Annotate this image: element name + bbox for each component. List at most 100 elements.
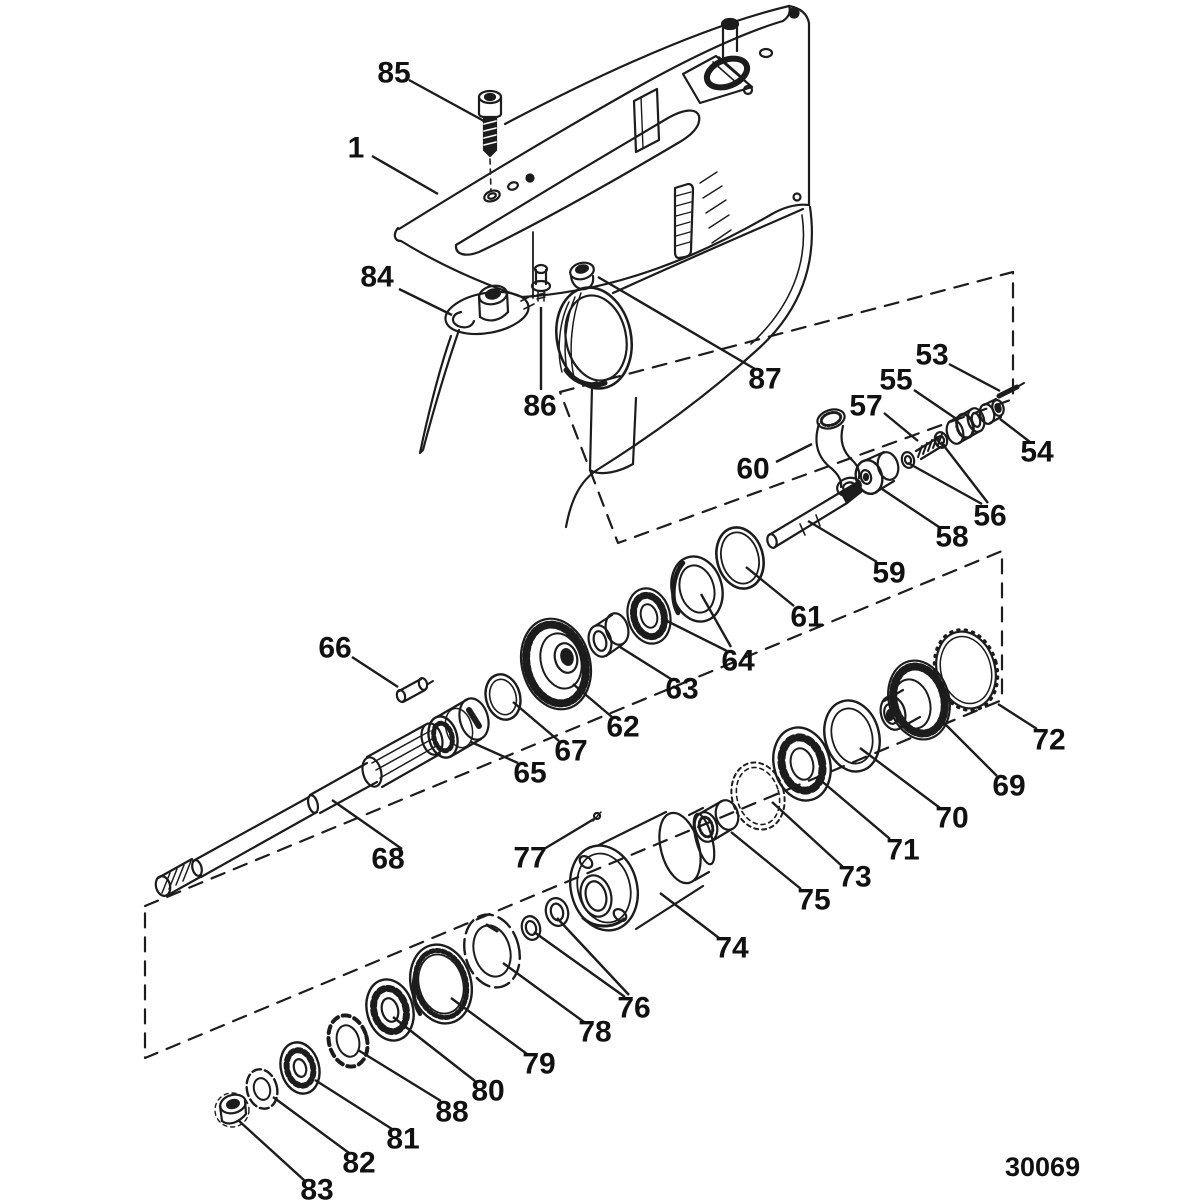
part-label-72: 72 — [1032, 724, 1065, 757]
leader-line-57 — [883, 412, 919, 442]
leader-line-88 — [357, 1048, 442, 1103]
part-label-66: 66 — [318, 632, 351, 665]
part-label-1: 1 — [348, 132, 365, 165]
ball-bearing-81 — [279, 1041, 321, 1095]
oil-seals-76 — [520, 897, 570, 941]
drawing-number: 30069 — [1005, 1152, 1080, 1182]
leader-line-84 — [398, 287, 453, 317]
part-label-84: 84 — [360, 261, 394, 294]
leader-line-56 — [940, 441, 989, 504]
part-label-70: 70 — [935, 802, 968, 835]
part-label-56: 56 — [973, 500, 1006, 533]
part-label-58: 58 — [935, 521, 968, 554]
part-label-64: 64 — [721, 645, 755, 678]
bearing-race — [670, 555, 724, 623]
part-label-82: 82 — [342, 1147, 375, 1180]
part-label-53: 53 — [915, 339, 948, 372]
tab-washer-78 — [463, 913, 521, 989]
leader-line-60 — [775, 442, 813, 464]
gear-housing-drawing — [393, 4, 814, 529]
leader-line-69 — [940, 719, 998, 777]
part-label-81: 81 — [386, 1123, 419, 1156]
spline-ring-79 — [409, 943, 473, 1025]
leader-line-76 — [533, 931, 626, 998]
leader-line-81 — [314, 1078, 393, 1131]
dashed-group-outline-upper — [558, 270, 1015, 545]
thrust-washer-70 — [823, 699, 881, 773]
part-label-54: 54 — [1020, 436, 1054, 469]
water-pump-opening — [703, 55, 751, 91]
o-ring-73 — [730, 761, 786, 831]
leader-line-76 — [556, 917, 630, 996]
o-ring-61 — [715, 526, 765, 590]
leader-line-63 — [619, 645, 672, 681]
part-label-67: 67 — [554, 735, 587, 768]
cam-bushing — [945, 407, 986, 445]
pump-stud-icon — [720, 17, 740, 31]
forward-gear — [519, 617, 593, 711]
leader-line-78 — [502, 962, 585, 1023]
dashed-group-outline-lower — [143, 549, 1004, 1060]
part-label-79: 79 — [522, 1048, 555, 1081]
shift-shaft — [766, 480, 864, 549]
part-label-60: 60 — [736, 453, 769, 486]
part-label-86: 86 — [523, 390, 556, 423]
keyed-washer-82 — [245, 1068, 279, 1110]
part-label-65: 65 — [513, 757, 546, 790]
leader-line-71 — [817, 777, 891, 840]
carrier-set-screw — [592, 811, 602, 822]
leader-line-85 — [408, 78, 485, 123]
leader-line-75 — [730, 831, 802, 890]
leader-line-62 — [572, 683, 613, 718]
part-label-75: 75 — [797, 884, 830, 917]
part-label-73: 73 — [838, 861, 871, 894]
follower-pin — [996, 382, 1025, 399]
retainer-spring-ring — [484, 673, 522, 721]
leader-line-64 — [699, 593, 733, 648]
water-drain-plug — [569, 261, 595, 291]
housing-bolt — [477, 89, 503, 192]
trim-tab-anode — [418, 284, 535, 455]
spring-washers — [900, 431, 949, 469]
part-label-87: 87 — [748, 363, 781, 396]
leader-line-73 — [771, 801, 844, 868]
part-label-88: 88 — [435, 1096, 468, 1129]
leader-line-56 — [907, 461, 983, 506]
part-label-69: 69 — [992, 770, 1025, 803]
reverse-gear — [879, 659, 951, 741]
tapered-roller-bearing — [626, 587, 672, 645]
leader-line-87 — [597, 275, 756, 371]
leader-line-1 — [371, 154, 439, 196]
part-label-59: 59 — [872, 557, 905, 590]
leader-line-54 — [999, 418, 1031, 443]
leader-line-55 — [913, 389, 959, 421]
leader-line-79 — [450, 997, 528, 1055]
ball-bearing-71 — [772, 726, 832, 802]
leader-line-53 — [948, 362, 1001, 393]
bearing-carrier — [569, 806, 716, 932]
leader-line-72 — [997, 702, 1038, 731]
propeller-nut-83 — [214, 1092, 250, 1128]
leader-line-83 — [237, 1119, 306, 1182]
part-label-71: 71 — [886, 834, 919, 867]
part-label-77: 77 — [513, 842, 546, 875]
leader-line-80 — [392, 1016, 476, 1082]
vent-screw — [530, 263, 552, 302]
part-label-61: 61 — [790, 601, 823, 634]
part-label-57: 57 — [849, 390, 882, 423]
leader-line-61 — [745, 566, 795, 607]
part-label-74: 74 — [715, 932, 749, 965]
leader-line-64 — [660, 616, 728, 653]
leader-line-82 — [272, 1096, 350, 1154]
part-label-80: 80 — [471, 1075, 504, 1108]
clutch-cross-pin — [395, 677, 434, 704]
leader-line-68 — [331, 799, 403, 850]
gear-bushing — [587, 612, 630, 658]
leader-line-59 — [807, 519, 878, 564]
leader-line-65 — [470, 740, 519, 765]
wave-washer-88 — [326, 1013, 370, 1069]
part-label-68: 68 — [371, 843, 404, 876]
part-label-78: 78 — [578, 1016, 611, 1049]
